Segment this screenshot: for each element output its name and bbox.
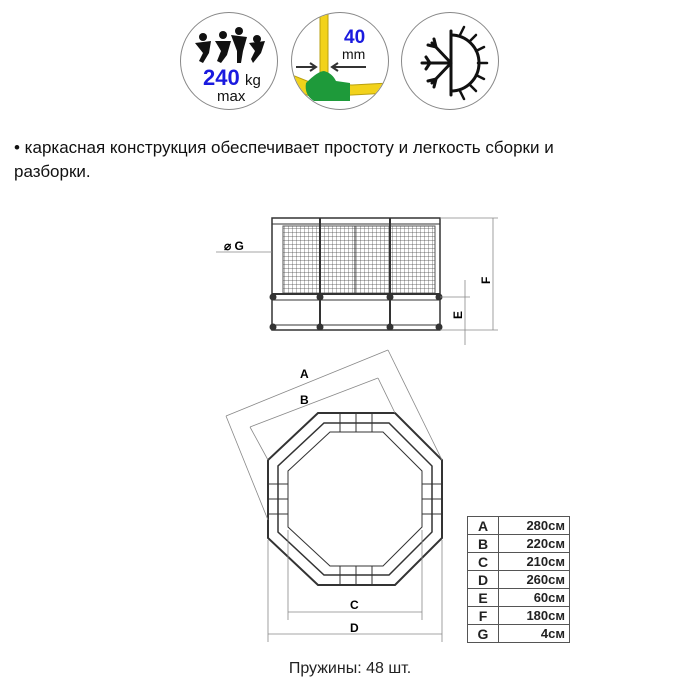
label-F: F	[479, 277, 493, 284]
capacity-value: 240	[203, 65, 240, 90]
tube-badge: 40 mm	[291, 12, 389, 110]
description-text: • каркасная конструкция обеспечивает про…	[14, 138, 554, 181]
dim-value: 180см	[498, 606, 570, 625]
capacity-note: max	[217, 88, 246, 105]
top-view-dimensions	[225, 349, 443, 642]
dim-value: 220см	[498, 534, 570, 553]
dim-key: B	[467, 534, 499, 553]
dim-key: C	[467, 552, 499, 571]
dim-value: 4см	[498, 624, 570, 643]
label-B: B	[300, 393, 309, 407]
dim-value: 280см	[498, 516, 570, 535]
label-C: C	[350, 598, 359, 612]
side-view	[216, 217, 498, 345]
dim-key: E	[467, 588, 499, 607]
label-D: D	[350, 621, 359, 635]
jumping-people-icon: 240 kg max	[195, 27, 265, 105]
capacity-unit: kg	[245, 72, 261, 89]
capacity-badge: 240 kg max	[180, 12, 278, 110]
dim-key: A	[467, 516, 499, 535]
label-G: ⌀ G	[224, 239, 244, 253]
dim-key: F	[467, 606, 499, 625]
tube-value: 40	[344, 27, 365, 48]
tube-joint-icon: 40 mm	[292, 13, 388, 101]
top-view	[267, 412, 443, 586]
springs-count: Пружины: 48 шт.	[288, 660, 412, 677]
dim-key: D	[467, 570, 499, 589]
label-A: A	[300, 367, 309, 381]
dim-value: 60см	[498, 588, 570, 607]
dim-value: 210см	[498, 552, 570, 571]
dim-value: 260см	[498, 570, 570, 589]
snowflake-sun-icon	[420, 25, 489, 101]
season-badge	[401, 12, 499, 110]
tube-unit: mm	[342, 46, 365, 62]
dim-key: G	[467, 624, 499, 643]
label-E: E	[451, 311, 465, 319]
